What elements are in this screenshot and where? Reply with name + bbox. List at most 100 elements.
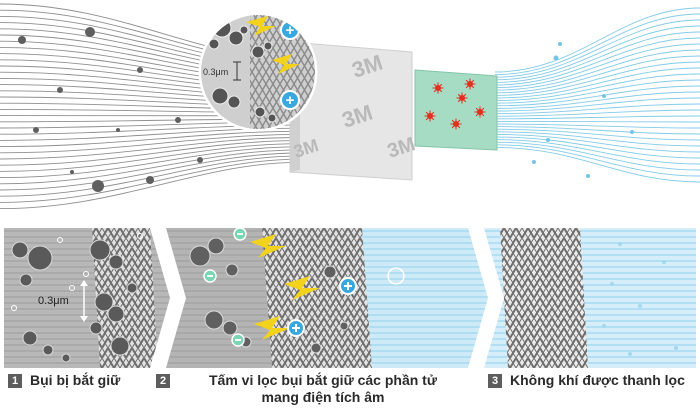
- clean-particle: [618, 242, 622, 246]
- germ-spike: [461, 97, 467, 103]
- germ-spike: [469, 79, 475, 85]
- clean-particle: [628, 352, 632, 356]
- germ-spike: [437, 87, 443, 93]
- airflow-line: [494, 73, 700, 102]
- dust-particle: [208, 38, 220, 50]
- clean-particle: [553, 55, 559, 61]
- clean-air-particles: [532, 42, 634, 178]
- airflow-line: [494, 120, 700, 123]
- dust-particle: [89, 321, 103, 335]
- step-number-badge: 3: [488, 374, 502, 388]
- dust-particle-icon: [189, 237, 405, 354]
- dust-particle: [42, 344, 54, 356]
- caption-text: Tấm vi lọc bụi bắt giữ các phần tử mang …: [209, 372, 437, 405]
- dust-particle: [204, 310, 224, 330]
- dust-particle: [251, 45, 265, 59]
- clean-particle: [630, 130, 634, 134]
- dust-particle: [310, 342, 322, 354]
- germ-spike: [433, 83, 439, 89]
- germ-spike: [455, 119, 461, 125]
- clean-particle: [662, 260, 666, 264]
- dust-particle: [222, 320, 238, 336]
- airflow-line: [0, 146, 301, 179]
- airflow-line: [0, 140, 301, 166]
- caption-text: Bụi bị bắt giữ: [30, 372, 121, 388]
- dust-particle: [22, 330, 38, 346]
- germ-spike: [465, 83, 471, 89]
- airflow-line: [494, 126, 700, 135]
- dust-particle: [254, 106, 266, 118]
- dust-particle: [239, 25, 249, 35]
- germ-spike: [425, 115, 431, 121]
- germ-spike: [461, 93, 467, 99]
- particle-size-label: 0.3μm: [38, 295, 69, 307]
- germ-spike: [455, 123, 461, 129]
- dust-particle: [18, 36, 26, 44]
- airflow-line: [494, 43, 700, 89]
- germ-spike: [451, 123, 457, 129]
- dust-particle: [225, 263, 239, 277]
- dust-particle: [263, 41, 273, 51]
- lightning-icon: [246, 16, 300, 74]
- dust-particle: [107, 305, 125, 323]
- panel-purified-air: [478, 228, 696, 368]
- airflow-line: [494, 91, 700, 109]
- germ-spike: [479, 107, 485, 113]
- airflow-line: [494, 49, 700, 91]
- caption-step-3: 3 Không khí được thanh lọc: [488, 372, 698, 389]
- airflow-line: [0, 152, 301, 191]
- dust-particle: [61, 353, 71, 363]
- germ-icon: [424, 78, 486, 130]
- clean-particle: [546, 138, 550, 142]
- germ-spike: [457, 97, 463, 103]
- dust-particle: [175, 117, 181, 123]
- airflow-line: [0, 149, 301, 185]
- lightning-icon: [250, 234, 320, 340]
- dust-particle: [339, 321, 349, 331]
- caption-text: Không khí được thanh lọc: [510, 372, 685, 388]
- airflow-line: [494, 133, 700, 153]
- airflow-line: [494, 115, 700, 120]
- dust-particle: [207, 237, 225, 255]
- airflow-line: [494, 37, 700, 86]
- dust-particle: [11, 241, 29, 259]
- airflow-line: [494, 146, 700, 183]
- airflow-line: [494, 103, 700, 115]
- particle-size-label: 0.3μm: [203, 67, 228, 77]
- airflow-line: [494, 31, 700, 83]
- airflow-line: [494, 109, 700, 117]
- dust-particle: [110, 336, 130, 356]
- dust-particle: [92, 180, 104, 192]
- airflow-line: [494, 97, 700, 112]
- airflow-line: [494, 139, 700, 165]
- clean-particle: [610, 282, 614, 286]
- airflow-line: [494, 19, 700, 78]
- airflow-line: [494, 144, 700, 177]
- dust-particle: [27, 245, 53, 271]
- fine-particle: [69, 285, 75, 291]
- germ-spike: [479, 111, 485, 117]
- airflow-line: [0, 143, 301, 172]
- clean-airflow-lines: [494, 7, 700, 183]
- fine-particle: [83, 271, 89, 277]
- dust-particle: [227, 95, 241, 109]
- clean-particle: [558, 42, 562, 46]
- fine-particle: [11, 305, 17, 311]
- airflow-line: [494, 123, 700, 129]
- clean-air-particles: [602, 242, 678, 356]
- airflow-line: [494, 55, 700, 94]
- dust-particles: [18, 27, 203, 192]
- carbon-filter-sheet: [414, 69, 498, 151]
- dust-particle: [70, 170, 74, 174]
- germ-spike: [429, 111, 435, 117]
- airflow-line: [494, 128, 700, 141]
- germ-spike: [437, 83, 443, 89]
- dust-particle: [116, 128, 120, 132]
- plus-sign: [344, 282, 352, 290]
- germ-spike: [465, 79, 471, 85]
- fine-particle: [387, 267, 405, 285]
- step-number-badge: 2: [156, 374, 170, 388]
- caption-step-2: 2 Tấm vi lọc bụi bắt giữ các phần tử man…: [156, 372, 456, 406]
- airflow-line: [494, 85, 700, 107]
